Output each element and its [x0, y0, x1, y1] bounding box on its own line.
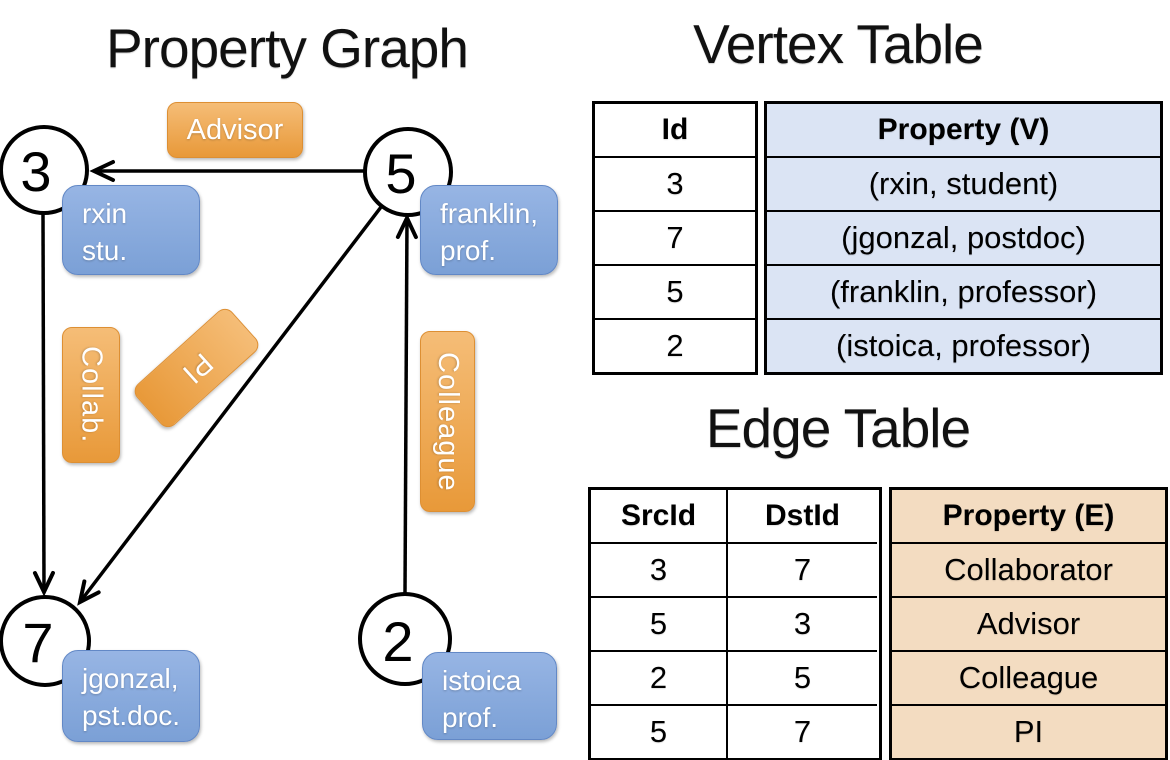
edge-row-property: PI	[892, 704, 1165, 758]
edge-row-dstid: 7	[726, 704, 877, 758]
edge-row-property: Advisor	[892, 596, 1165, 650]
edge-row-srcid: 5	[591, 704, 726, 758]
vertex-table-property-column: Property (V) (rxin, student) (jgonzal, p…	[764, 101, 1163, 375]
edge-colleague-2-to-5	[395, 213, 418, 594]
node-7-line-1: jgonzal,	[82, 663, 179, 694]
edge-pi-5-to-7	[77, 205, 383, 606]
node-id-3: 3	[20, 140, 51, 203]
vertex-row-id: 5	[595, 264, 755, 318]
vertex-table-id-column: Id 3 7 5 2	[592, 101, 758, 375]
vertex-table-title: Vertex Table	[693, 13, 984, 75]
edge-row-dstid: 3	[726, 596, 877, 650]
edge-row-dstid: 5	[726, 650, 877, 704]
node-3-line-2: stu.	[82, 235, 128, 266]
edge-row-srcid: 2	[591, 650, 726, 704]
edge-row-property: Colleague	[892, 650, 1165, 704]
edge-label-colleague: Colleague	[420, 331, 475, 512]
node-2-line-2: prof.	[442, 702, 499, 733]
node-7-line-2: pst.doc.	[82, 700, 181, 731]
node-5-line-2: prof.	[440, 235, 497, 266]
node-id-2: 2	[382, 610, 413, 673]
edge-header-property: Property (E)	[942, 499, 1115, 532]
edge-table: SrcId DstId 3 7 5 3 2 5 5 7 Property (E)…	[588, 487, 1168, 760]
node-2-line-1: istoica	[442, 665, 522, 696]
node-property-box-7: jgonzal, pst.doc.	[62, 650, 200, 742]
property-graph-title: Property Graph	[105, 17, 469, 79]
vertex-row-id: 7	[595, 210, 755, 264]
node-property-box-2: istoica prof.	[422, 652, 557, 740]
edge-row-srcid: 5	[591, 596, 726, 650]
advisor-label-text: Advisor	[186, 113, 284, 146]
node-5-line-1: franklin,	[440, 198, 539, 229]
node-property-box-3: rxin stu.	[62, 185, 200, 275]
edge-header-dstid: DstId	[726, 490, 877, 542]
edge-label-advisor: Advisor	[167, 102, 303, 158]
colleague-label-text: Colleague	[432, 351, 464, 492]
edge-table-id-columns: SrcId DstId 3 7 5 3 2 5 5 7	[588, 487, 882, 760]
node-id-5: 5	[385, 142, 416, 205]
edge-row-property: Collaborator	[892, 542, 1165, 596]
vertex-row-id: 3	[595, 156, 755, 210]
vertex-row-property: (jgonzal, postdoc)	[767, 210, 1160, 264]
edge-table-title: Edge Table	[705, 397, 971, 459]
edge-table-property-column: Property (E) Collaborator Advisor Collea…	[889, 487, 1168, 760]
node-id-7: 7	[22, 611, 53, 674]
edge-row-dstid: 7	[726, 542, 877, 596]
node-3-line-1: rxin	[82, 198, 128, 229]
collab-label-text: Collab.	[75, 346, 108, 444]
vertex-row-property: (franklin, professor)	[767, 264, 1160, 318]
vertex-header-id: Id	[661, 113, 689, 146]
edge-label-collaborator: Collab.	[62, 327, 120, 463]
edge-header-srcid: SrcId	[620, 499, 697, 532]
vertex-header-property: Property (V)	[877, 113, 1050, 146]
vertex-table: Id 3 7 5 2 Property (V) (rxin, student) …	[592, 101, 1163, 375]
node-property-box-5: franklin, prof.	[420, 185, 558, 275]
vertex-row-id: 2	[595, 318, 755, 372]
vertex-row-property: (istoica, professor)	[767, 318, 1160, 372]
vertex-row-property: (rxin, student)	[767, 156, 1160, 210]
edge-row-srcid: 3	[591, 542, 726, 596]
edge-collaborator-3-to-7	[32, 213, 55, 597]
pi-label-text: PI	[175, 346, 219, 391]
